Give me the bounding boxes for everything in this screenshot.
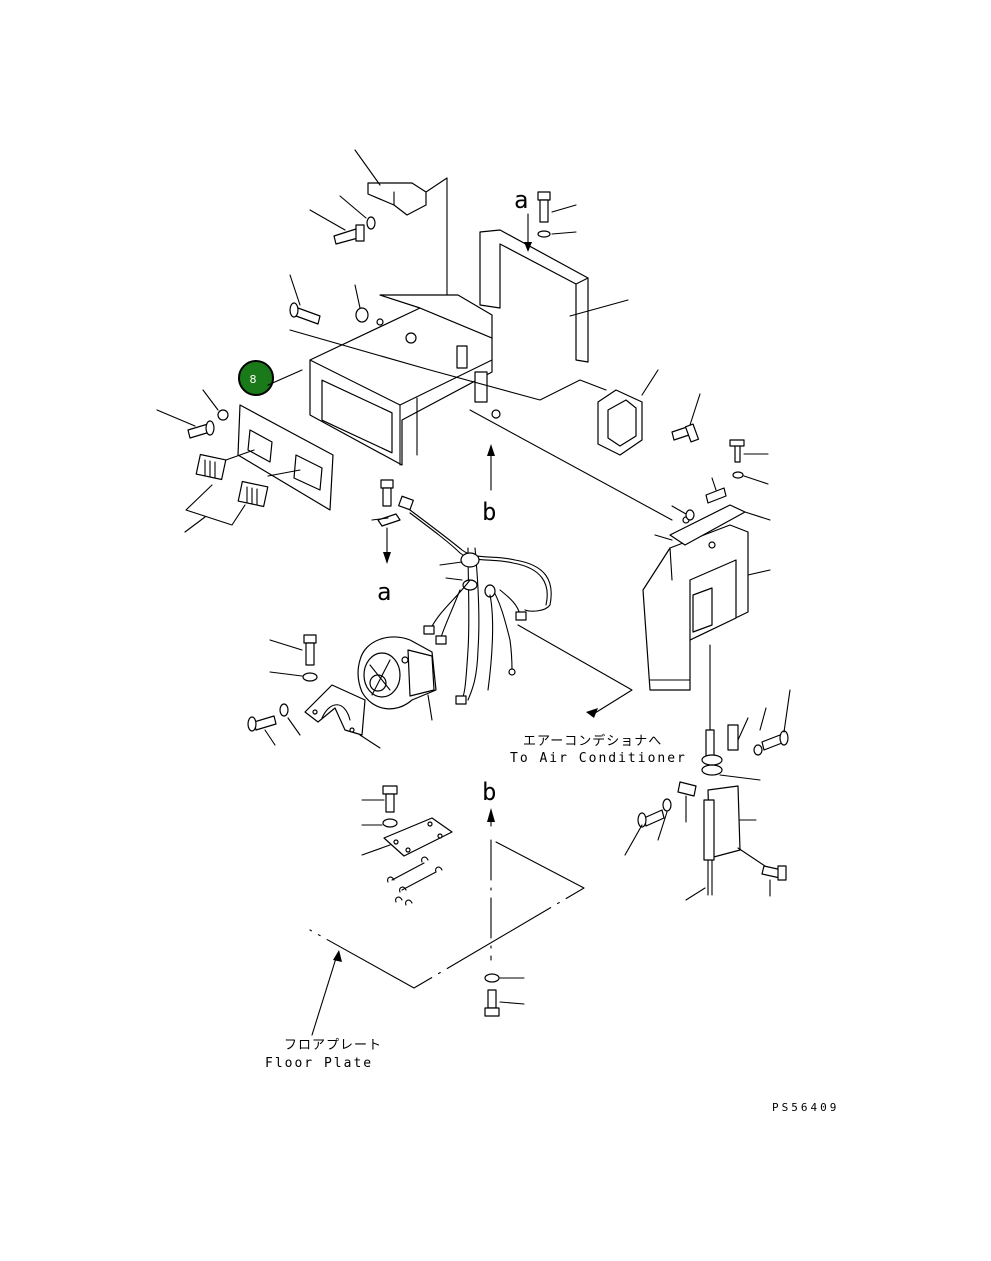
view-label-a-bottom: a bbox=[377, 578, 391, 606]
rod-bolt-left bbox=[625, 782, 696, 855]
control-rod-assembly bbox=[686, 645, 760, 900]
main-housing-box bbox=[310, 295, 501, 465]
bracket-bolt bbox=[672, 394, 700, 442]
blower-motor bbox=[358, 637, 436, 720]
arrow-b-top bbox=[487, 444, 495, 490]
duct-screws bbox=[672, 440, 768, 520]
wire-harness bbox=[399, 496, 552, 704]
vent-grilles bbox=[185, 450, 300, 532]
duct-mount-plate bbox=[655, 505, 770, 549]
floor-bolt bbox=[485, 974, 524, 1016]
air-conditioner-label-en: To Air Conditioner bbox=[510, 751, 687, 766]
rod-bolt-bottom bbox=[738, 848, 786, 896]
rod-bolt-top bbox=[754, 690, 790, 755]
top-bolt-and-washer bbox=[310, 196, 375, 244]
arrow-b-bottom bbox=[487, 808, 495, 826]
floor-plate-label-en: Floor Plate bbox=[265, 1056, 373, 1071]
floor-plate-label-jp: フロアプレート bbox=[284, 1038, 382, 1053]
air-conditioner-label-jp: エアーコンデショナへ bbox=[523, 733, 662, 749]
arrow-to-air-conditioner bbox=[586, 708, 598, 718]
arrow-a-top bbox=[524, 214, 532, 252]
motor-mount-bracket bbox=[305, 685, 380, 748]
harness-clip-bolt bbox=[372, 480, 400, 526]
view-label-b-top: b bbox=[482, 498, 496, 526]
leader-line bbox=[268, 370, 302, 385]
floor-mount-clips bbox=[388, 857, 442, 905]
leader-line bbox=[470, 410, 672, 520]
panel-screw bbox=[157, 390, 228, 438]
leader-line bbox=[430, 370, 606, 400]
callout-label: 8 bbox=[250, 373, 257, 386]
rod-clamp bbox=[728, 718, 748, 750]
leader-line bbox=[518, 625, 632, 713]
air-duct bbox=[643, 525, 770, 690]
vent-bracket bbox=[598, 370, 658, 455]
box-screws bbox=[290, 275, 430, 370]
callout-8[interactable]: 8 bbox=[238, 360, 274, 396]
cover-panel bbox=[238, 405, 333, 510]
floor-mount-plate bbox=[362, 818, 452, 856]
motor-bolts bbox=[248, 635, 317, 745]
frame-bolt-a bbox=[538, 192, 576, 237]
arrow-a-bottom bbox=[383, 528, 391, 564]
top-angle-bracket bbox=[355, 150, 426, 215]
leader-line bbox=[426, 178, 447, 192]
mounting-frame bbox=[480, 230, 628, 362]
floor-plate-leader bbox=[312, 950, 342, 1035]
drawing-number: PS56409 bbox=[772, 1101, 839, 1114]
floor-plate-outline bbox=[310, 840, 584, 988]
floor-mount-bolt bbox=[362, 786, 397, 827]
view-label-b-bottom: b bbox=[482, 778, 496, 806]
view-label-a-top: a bbox=[514, 186, 528, 214]
